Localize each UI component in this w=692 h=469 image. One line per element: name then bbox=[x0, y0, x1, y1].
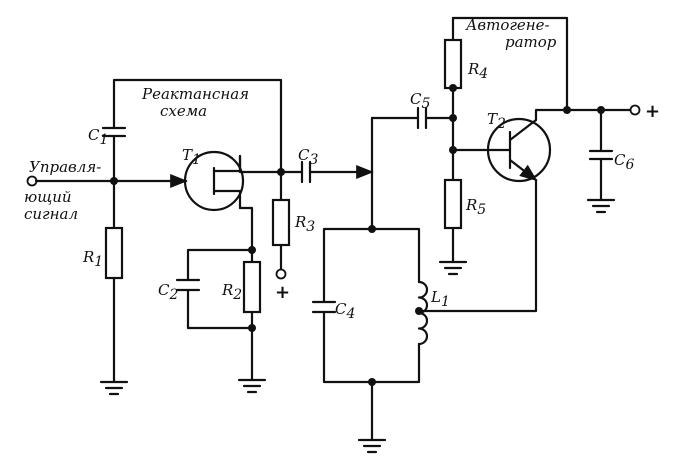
oscillator-top-rail bbox=[451, 16, 569, 112]
node-c5-r4 bbox=[449, 114, 457, 122]
oscillator-title-line-1: Автогене- bbox=[465, 16, 550, 34]
tank-right-wire bbox=[370, 227, 421, 384]
node-r4-top bbox=[449, 84, 457, 92]
capacitor-c5 bbox=[416, 106, 428, 130]
label-t1: T1 bbox=[182, 146, 201, 168]
ground-5 bbox=[586, 198, 616, 214]
reactance-stage bbox=[26, 78, 373, 396]
oscillator-title-line-2: ратор bbox=[505, 33, 557, 51]
node-tap bbox=[415, 307, 423, 315]
node-source bbox=[248, 246, 256, 254]
node-drain bbox=[277, 168, 285, 176]
plus-terminal-1 bbox=[275, 268, 287, 280]
ground-1 bbox=[99, 380, 129, 396]
reactance-title-line-1: Реактансная bbox=[141, 85, 249, 103]
label-t2: T2 bbox=[487, 110, 506, 132]
labels: Реактансная схема Автогене- ратор Управл… bbox=[24, 16, 660, 322]
capacitor-c4 bbox=[311, 300, 337, 314]
label-r3: R3 bbox=[294, 213, 315, 235]
label-c2: C2 bbox=[158, 281, 178, 303]
c1-upper-wire bbox=[112, 78, 283, 174]
label-c1: C1 bbox=[88, 126, 108, 148]
drain-wire bbox=[238, 154, 283, 174]
node-tank-bottom bbox=[368, 378, 376, 386]
resistor-r1 bbox=[104, 226, 124, 280]
label-r1: R1 bbox=[82, 248, 103, 270]
label-r2: R2 bbox=[221, 281, 242, 303]
label-c6: C6 bbox=[614, 151, 634, 173]
ground-2 bbox=[237, 378, 267, 394]
capacitor-c2 bbox=[175, 278, 201, 292]
plus-label-1: + bbox=[275, 282, 290, 303]
resistor-r2 bbox=[242, 260, 262, 314]
label-c3: C3 bbox=[298, 146, 318, 168]
emitter-wire bbox=[417, 178, 538, 313]
node-base bbox=[449, 146, 457, 154]
capacitor-c3 bbox=[300, 160, 312, 184]
input-label-line-1: Управля- bbox=[29, 158, 101, 176]
node-input bbox=[110, 177, 118, 185]
label-l1: L1 bbox=[430, 288, 450, 310]
resistor-r4 bbox=[443, 38, 463, 90]
plus-label-2: + bbox=[645, 101, 660, 122]
transistor-t2 bbox=[451, 117, 552, 183]
tank-left-wire bbox=[322, 227, 374, 384]
capacitor-c6 bbox=[588, 149, 614, 161]
ground-3 bbox=[357, 438, 387, 454]
collector-wire bbox=[534, 108, 569, 122]
input-label-line-3: сигнал bbox=[24, 205, 78, 223]
c2-r2-wire bbox=[186, 248, 254, 382]
resistor-r5 bbox=[443, 178, 463, 230]
node-collector bbox=[563, 106, 571, 114]
label-c4: C4 bbox=[335, 300, 355, 322]
label-r5: R5 bbox=[465, 196, 486, 218]
node-tank-top bbox=[368, 225, 376, 233]
ground-4 bbox=[438, 260, 468, 276]
resistor-r3 bbox=[271, 198, 291, 247]
node-c6 bbox=[597, 106, 605, 114]
label-r4: R4 bbox=[467, 60, 488, 82]
label-c5: C5 bbox=[410, 90, 430, 112]
input-label-line-2: ющий bbox=[24, 188, 72, 206]
oscillator-stage bbox=[311, 16, 641, 454]
node-r2-bottom bbox=[248, 324, 256, 332]
reactance-title-line-2: схема bbox=[160, 102, 207, 120]
source-wire bbox=[238, 206, 254, 252]
capacitor-c1 bbox=[101, 126, 127, 138]
plus-terminal-2 bbox=[629, 104, 641, 116]
